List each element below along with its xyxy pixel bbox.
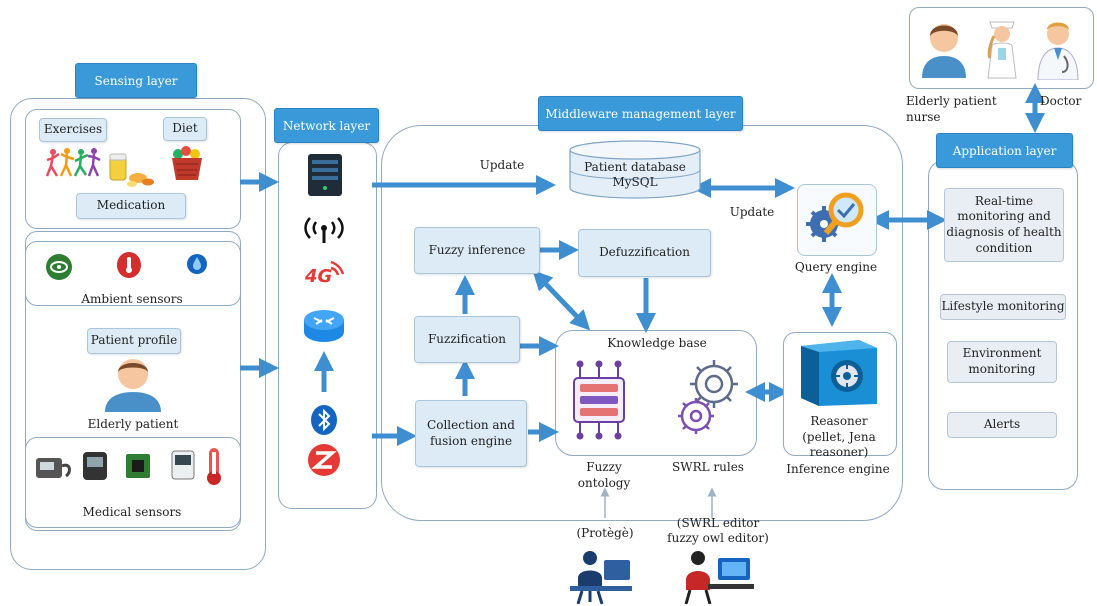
- fuzzification-box: Fuzzification: [414, 316, 520, 363]
- fuzzy-ontology-label: Fuzzy ontology: [577, 460, 631, 490]
- thermometer-icon: [207, 448, 221, 485]
- motion-detection-sensor-icon: [46, 254, 72, 280]
- collection-line2: fusion engine: [429, 433, 513, 448]
- environment-line2: monitoring: [968, 362, 1036, 376]
- grocery-basket-icon: [172, 146, 202, 180]
- database-name: Patient database: [584, 160, 686, 174]
- realtime-line3: diagnosis of health: [946, 225, 1062, 239]
- humidity-sensor-icon: [187, 254, 207, 274]
- diet-box: Diet: [163, 117, 207, 141]
- reasoner-subtitle: (pellet, Jena reasoner): [802, 429, 876, 460]
- realtime-monitoring-box: Real-time monitoring and diagnosis of he…: [944, 188, 1064, 262]
- wrist-monitor-icon: [83, 452, 107, 480]
- sensing-layer-header: Sensing layer: [75, 63, 197, 98]
- patient-avatar-icon: [922, 24, 966, 78]
- bluetooth-icon: [311, 405, 337, 435]
- network-layer-header: Network layer: [274, 108, 379, 143]
- router-icon: [304, 310, 344, 342]
- patient-profile-box: Patient profile: [87, 328, 181, 354]
- realtime-line2: monitoring and: [957, 209, 1051, 224]
- temperature-sensor-icon: [117, 252, 141, 278]
- swrl-gears-icon: [678, 360, 738, 434]
- sensor-board-icon: [126, 454, 150, 478]
- medication-box: Medication: [76, 193, 186, 219]
- patient-database-label: Patient database MySQL: [570, 160, 700, 190]
- fuzzy-inference-box: Fuzzy inference: [414, 227, 540, 274]
- middleware-layer-header: Middleware management layer: [538, 96, 743, 131]
- query-engine-label: Query engine: [794, 260, 878, 274]
- query-engine-icon: [806, 192, 864, 242]
- inference-engine-label: Inference engine: [786, 462, 890, 476]
- update-label-top: Update: [479, 158, 525, 172]
- collection-fusion-engine-box: Collection and fusion engine: [415, 400, 527, 467]
- swrl-editor-line1: (SWRL editor: [676, 516, 760, 530]
- knowledge-base-label: Knowledge base: [607, 336, 707, 350]
- swrl-rules-label: SWRL rules: [672, 460, 744, 474]
- exercises-box: Exercises: [39, 118, 107, 142]
- svg-text:4G: 4G: [304, 266, 332, 286]
- ambient-sensors-label: Ambient sensors: [81, 292, 183, 306]
- doctor-avatar-icon: [1037, 22, 1079, 80]
- fuzzy-ontology-icon: [573, 360, 625, 440]
- elderly-patient-avatar: [105, 359, 161, 412]
- pills-icon: [109, 153, 154, 187]
- swrl-editor-label: (SWRL editor fuzzy owl editor): [662, 516, 774, 546]
- collection-line1: Collection and: [427, 417, 515, 432]
- nurse-avatar-icon: [987, 21, 1017, 79]
- server-icon: [308, 154, 342, 196]
- lifestyle-monitoring-box: Lifestyle monitoring: [940, 294, 1066, 320]
- application-layer-header: Application layer: [936, 133, 1073, 168]
- medical-sensors-label: Medical sensors: [82, 505, 182, 519]
- glucose-meter-icon: [171, 450, 195, 480]
- ontology-engineer-icon: [570, 551, 632, 604]
- zigbee-icon: [308, 444, 340, 476]
- realtime-line1: Real-time: [974, 193, 1034, 208]
- protege-label: (Protègè): [576, 526, 634, 540]
- reasoner-safe-icon: [801, 340, 877, 406]
- reasoner-label: Reasoner (pellet, Jena reasoner): [776, 414, 902, 461]
- reasoner-title: Reasoner: [810, 414, 868, 428]
- patient-database-icon: [569, 140, 701, 199]
- alerts-box: Alerts: [947, 412, 1057, 438]
- medical-sensors-group: [25, 437, 241, 528]
- realtime-line4: condition: [975, 240, 1033, 255]
- wireless-signal-icon: [304, 217, 344, 243]
- environment-monitoring-box: Environment monitoring: [947, 341, 1057, 383]
- swrl-editor-line2: fuzzy owl editor): [667, 531, 769, 545]
- database-engine: MySQL: [612, 175, 658, 189]
- exercise-people-icon: [45, 148, 101, 177]
- rules-engineer-icon: [684, 551, 754, 604]
- users-caption-right: Doctor: [1040, 94, 1082, 108]
- environment-line1: Environment: [962, 346, 1042, 361]
- elderly-patient-label: Elderly patient: [87, 417, 179, 431]
- 4g-icon: 4G: [304, 260, 345, 286]
- defuzzification-box: Defuzzification: [578, 229, 711, 277]
- users-caption-left: Elderly patient nurse: [906, 94, 997, 124]
- update-label-right: Update: [729, 205, 775, 219]
- blood-pressure-monitor-icon: [36, 458, 71, 478]
